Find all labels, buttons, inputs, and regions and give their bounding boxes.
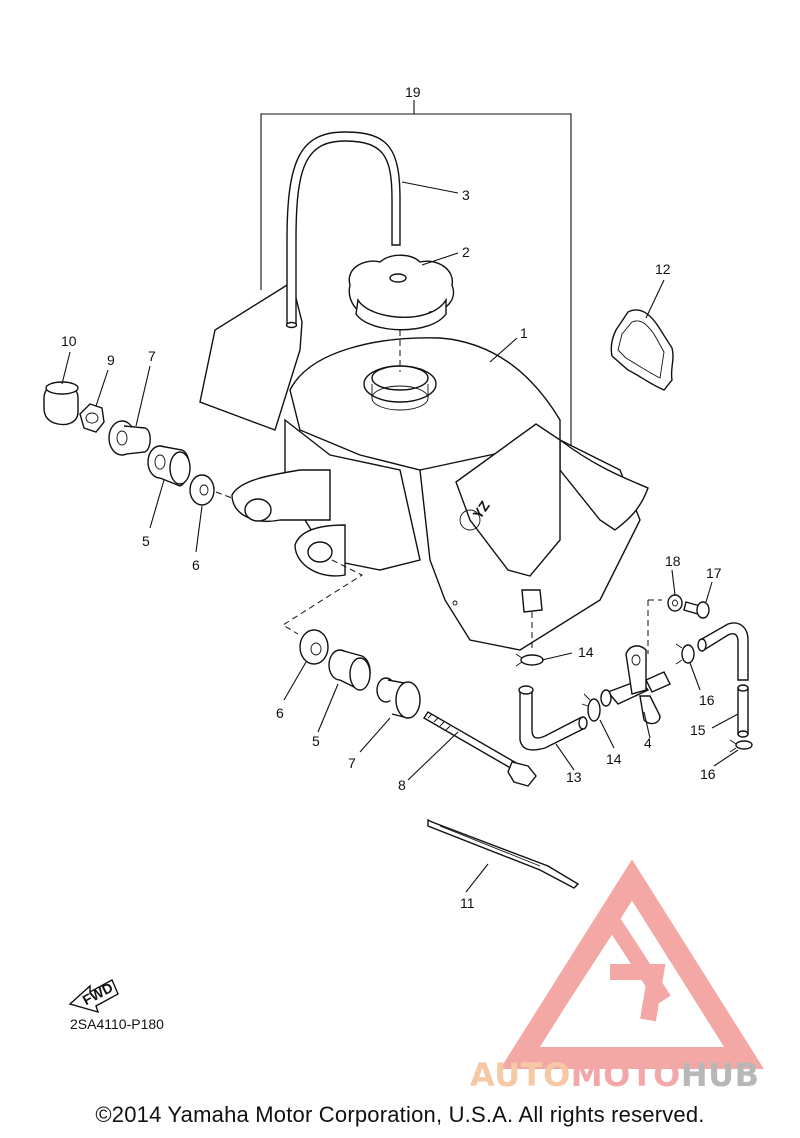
clamp-16-lower[interactable] (729, 739, 753, 753)
bolt-8[interactable] (423, 711, 537, 787)
callout-17: 17 (706, 565, 722, 581)
fuel-hose-13[interactable] (518, 685, 588, 751)
callout-11: 11 (460, 895, 475, 911)
callout-5: 5 (142, 533, 150, 549)
callout-13: 13 (566, 769, 582, 785)
group-19-bracket (260, 100, 572, 460)
callout-10: 10 (61, 333, 77, 349)
clamp-16-upper[interactable] (675, 643, 695, 665)
callout-7: 7 (148, 348, 156, 364)
fuel-tank[interactable]: YZ (199, 280, 649, 651)
callout-1: 1 (520, 325, 528, 341)
callout-2: 2 (462, 244, 470, 260)
callout-4: 4 (644, 735, 652, 751)
nut-9[interactable] (79, 403, 105, 433)
clamp-14-lower[interactable] (581, 693, 601, 722)
automotohub-logo-icon (500, 859, 764, 1069)
callout-12: 12 (655, 261, 671, 277)
fuel-cock[interactable] (600, 599, 671, 725)
breather-hose[interactable] (285, 131, 401, 329)
washer-6-lower[interactable] (299, 629, 329, 665)
collar-7-upper[interactable] (108, 420, 151, 456)
callout-8: 8 (398, 777, 406, 793)
clamp-14-upper[interactable] (515, 653, 544, 667)
hose-elbow[interactable] (697, 622, 749, 681)
diagram-code: 2SA4110-P180 (70, 1016, 164, 1032)
callout-3: 3 (462, 187, 470, 203)
cap-10[interactable] (43, 381, 79, 426)
screw-17[interactable] (683, 601, 710, 619)
watermark-auto: AUTO (470, 1056, 571, 1094)
watermark-hub: HUB (680, 1056, 760, 1094)
watermark-moto: MOTO (570, 1056, 681, 1094)
washer-18[interactable] (667, 594, 683, 612)
callout-14a: 14 (578, 644, 594, 660)
hose-15[interactable] (737, 684, 749, 738)
watermark-text: AUTOMOTOHUB (470, 1056, 760, 1094)
callout-labels: 19 3 2 12 1 10 9 7 5 6 18 17 14 16 6 5 7… (61, 84, 722, 911)
mount-line-upper (215, 491, 233, 499)
callout-16b: 16 (700, 766, 716, 782)
seal-12[interactable] (610, 309, 674, 391)
fwd-arrow-icon: FWD (68, 979, 119, 1014)
damper-5-upper[interactable] (147, 445, 191, 487)
mount-line-lower (282, 559, 364, 635)
callout-6: 6 (192, 557, 200, 573)
damper-5-lower[interactable] (328, 649, 371, 691)
callout-6b: 6 (276, 705, 284, 721)
fuel-cap[interactable] (348, 254, 455, 372)
protector-11[interactable] (427, 818, 580, 889)
copyright-notice: ©2014 Yamaha Motor Corporation, U.S.A. A… (95, 1102, 705, 1127)
callout-14b: 14 (606, 751, 622, 767)
callout-9: 9 (107, 352, 115, 368)
callout-15: 15 (690, 722, 706, 738)
callout-18: 18 (665, 553, 681, 569)
leader-lines (61, 181, 739, 893)
collar-7-lower[interactable] (376, 677, 421, 719)
callout-19: 19 (405, 84, 421, 100)
callout-16a: 16 (699, 692, 715, 708)
washer-6-upper[interactable] (189, 474, 215, 506)
callout-7b: 7 (348, 755, 356, 771)
callout-5b: 5 (312, 733, 320, 749)
